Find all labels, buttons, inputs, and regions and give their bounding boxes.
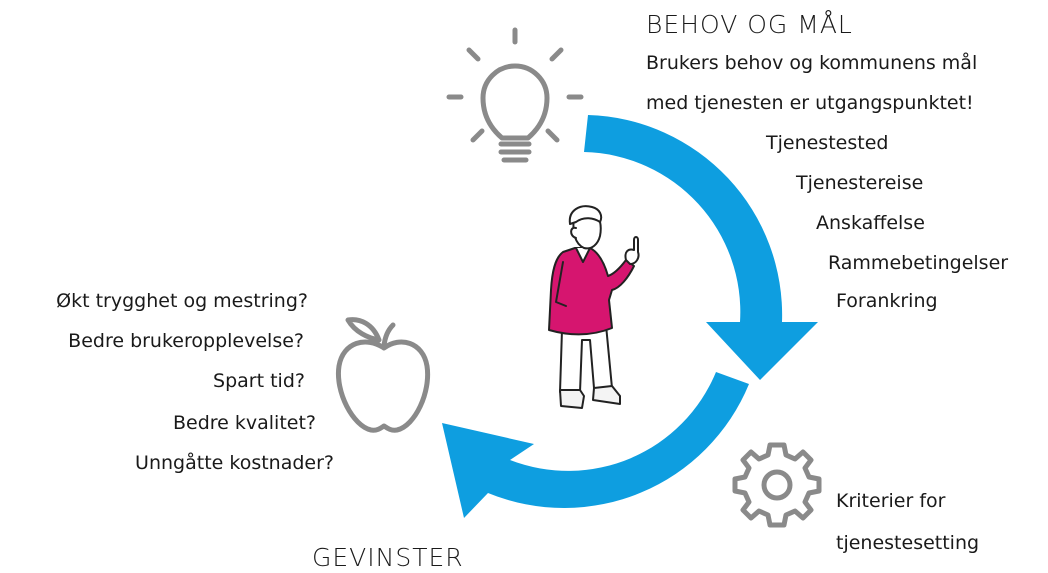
lightbulb-icon (446, 27, 584, 163)
gear-icon (732, 442, 822, 528)
benefits-heading: GEVINSTER (312, 543, 464, 572)
criteria-line1: Kriterier for (836, 490, 946, 512)
needs-item: Anskaffelse (816, 212, 925, 234)
arrow-needs-to-criteria (584, 115, 818, 380)
arrow-criteria-to-benefits (442, 372, 749, 518)
person-illustration (548, 205, 640, 409)
needs-item: Tjenestested (766, 132, 889, 154)
benefits-item: Unngåtte kostnader? (135, 452, 334, 474)
needs-item: Rammebetingelser (828, 252, 1009, 274)
needs-description-line2: med tjenesten er utgangspunktet! (646, 92, 974, 114)
needs-item: Tjenestereise (796, 172, 924, 194)
apple-icon (335, 317, 431, 433)
benefits-item: Bedre brukeropplevelse? (68, 330, 304, 352)
needs-item: Forankring (836, 290, 938, 312)
needs-description-line1: Brukers behov og kommunens mål (646, 52, 978, 74)
benefits-item: Økt trygghet og mestring? (56, 290, 308, 312)
benefits-item: Bedre kvalitet? (172, 412, 316, 434)
benefits-item: Spart tid? (213, 370, 305, 392)
criteria-line2: tjenestesetting (836, 532, 980, 554)
needs-heading: BEHOV OG MÅL (646, 10, 853, 39)
